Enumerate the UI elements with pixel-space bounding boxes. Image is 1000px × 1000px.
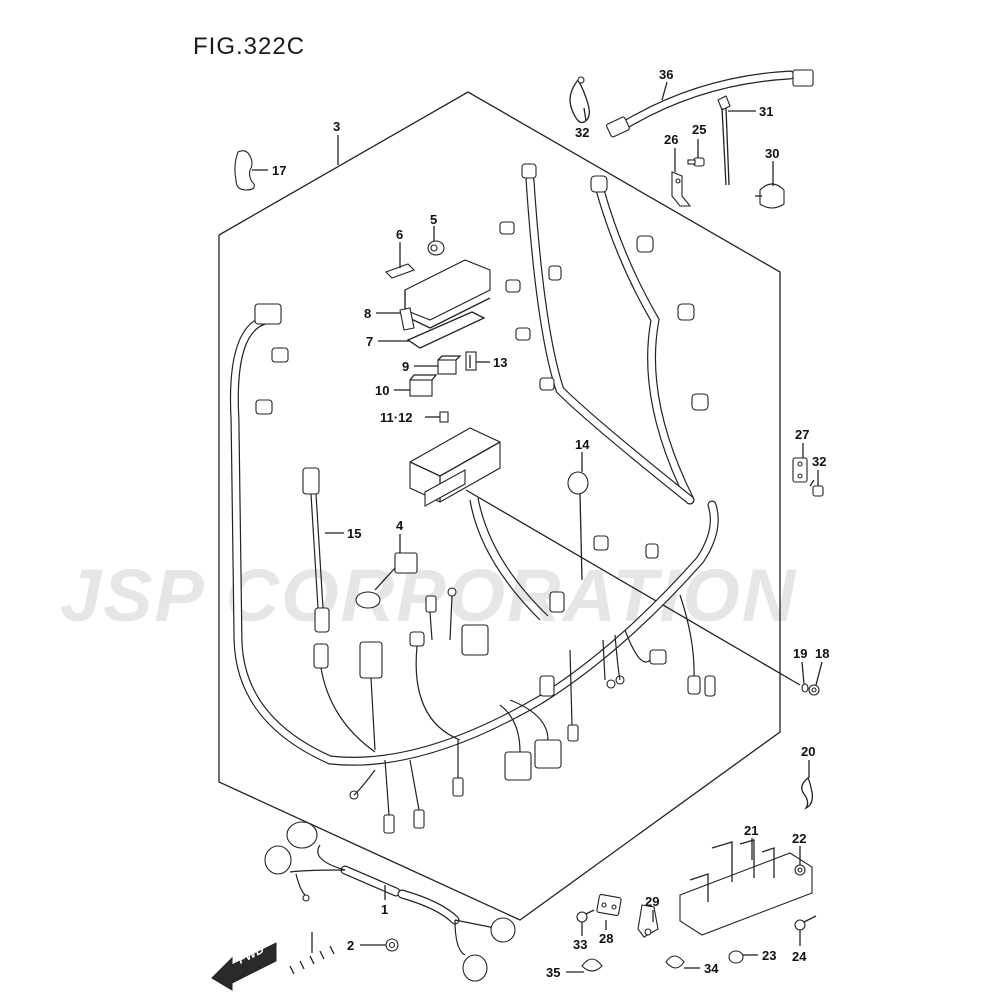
callout-32-lower[interactable]: 33: [573, 937, 588, 952]
assembly-frame: [218, 91, 781, 921]
plate-26-icon: [792, 457, 808, 483]
callout-28[interactable]: 29: [645, 894, 660, 909]
leader-ground-bolt: [465, 489, 801, 686]
tie-30-icon: [717, 95, 731, 186]
callout-32-upper[interactable]: 32: [812, 454, 827, 469]
harness-branches: [310, 493, 695, 816]
figure-title: FIG.322C: [193, 33, 306, 60]
callout-11-12[interactable]: 11·12: [380, 410, 413, 425]
bracket-25-icon: [671, 171, 692, 207]
callout-16[interactable]: 17: [272, 163, 287, 178]
callout-3[interactable]: 3: [333, 119, 341, 134]
nut-17-icon: [808, 684, 820, 696]
callout-13[interactable]: 13: [493, 355, 508, 370]
callout-18[interactable]: 19: [793, 646, 808, 661]
bolt-32-upper-icon: [809, 479, 824, 497]
seal-7-icon: [406, 311, 486, 349]
fuse-13-icon: [465, 351, 477, 371]
callout-23[interactable]: 24: [792, 949, 807, 964]
grommet-5-icon: [427, 240, 445, 256]
fuse-box-main-icon: [409, 427, 501, 507]
callout-33[interactable]: 34: [704, 961, 719, 976]
protector-36-icon: [279, 936, 346, 975]
callout-31[interactable]: 32: [575, 125, 590, 140]
screw-23-icon: [794, 915, 817, 931]
callout-1[interactable]: 1: [381, 902, 389, 917]
callout-14[interactable]: 14: [575, 437, 590, 452]
callout-24[interactable]: 25: [692, 122, 707, 137]
sub-harness-1-icon: [264, 821, 516, 982]
callout-21[interactable]: 22: [792, 831, 807, 846]
nut-2-icon: [385, 938, 399, 952]
callout-35[interactable]: 36: [659, 67, 674, 82]
fwd-arrow-icon: [211, 942, 277, 991]
sub-harness-35-icon: [606, 69, 814, 138]
clamp-19-icon: [801, 776, 814, 810]
callout-25[interactable]: 26: [664, 132, 679, 147]
callout-22[interactable]: 23: [762, 948, 777, 963]
callout-34[interactable]: 35: [546, 965, 561, 980]
callout-10[interactable]: 10: [375, 383, 390, 398]
callout-15[interactable]: 15: [347, 526, 362, 541]
callout-2[interactable]: 2: [347, 938, 355, 953]
callout-17[interactable]: 18: [815, 646, 830, 661]
callout-29[interactable]: 30: [765, 146, 780, 161]
leader-lines: [252, 81, 823, 973]
clamp-33-icon: [665, 955, 685, 969]
callout-5[interactable]: 5: [430, 212, 438, 227]
callout-6[interactable]: 6: [396, 227, 404, 242]
callout-30[interactable]: 31: [759, 104, 774, 119]
clamp-29-icon: [755, 183, 785, 209]
bolt-24-icon: [687, 157, 705, 167]
clamp-34-icon: [581, 958, 603, 972]
relay-10-icon: [409, 374, 438, 397]
callout-19[interactable]: 20: [801, 744, 816, 759]
fuse-11-12-icon: [439, 411, 449, 423]
callout-4[interactable]: 4: [396, 518, 404, 533]
callout-26[interactable]: 27: [795, 427, 810, 442]
clamp-31-icon: [569, 76, 590, 124]
callout-7[interactable]: 7: [366, 334, 374, 349]
cap-16-icon: [234, 150, 255, 191]
bracket-20-icon: [679, 839, 813, 936]
washer-18-icon: [801, 683, 809, 693]
cap-14-icon: [567, 471, 589, 581]
ground-unit-4-icon: [355, 552, 418, 609]
plate-27-icon: [596, 893, 622, 917]
main-harness-trunk: [229, 175, 719, 766]
clip-6-icon: [385, 263, 415, 279]
bolt-32-lower-icon: [576, 909, 595, 923]
callout-20[interactable]: 21: [744, 823, 759, 838]
cushion-22-icon: [728, 950, 744, 964]
relay-9-icon: [437, 355, 462, 375]
bracket-28-icon: [637, 904, 659, 938]
callout-9[interactable]: 9: [402, 359, 410, 374]
washer-21-icon: [794, 864, 806, 876]
callout-27[interactable]: 28: [599, 931, 614, 946]
callout-8[interactable]: 8: [364, 306, 372, 321]
fuse-box-cover-8-icon: [399, 259, 491, 331]
